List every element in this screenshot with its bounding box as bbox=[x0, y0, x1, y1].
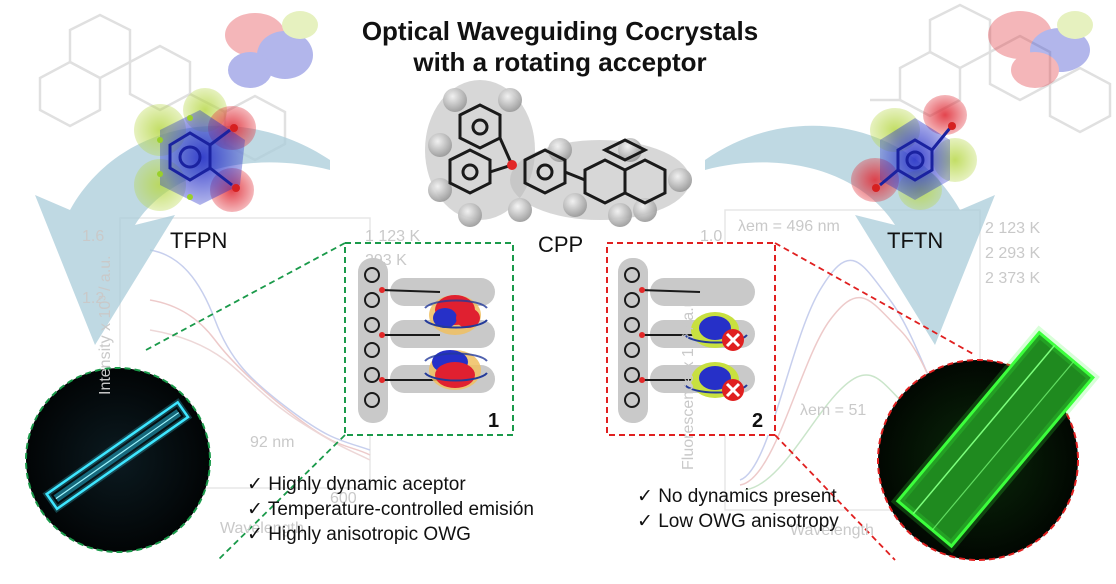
block-x-icon bbox=[722, 329, 744, 401]
left-feature-2: ✓ Temperature-controlled emisión bbox=[247, 499, 534, 520]
cocrystal-panel-1 bbox=[145, 242, 514, 561]
left-feature-3: ✓ Highly anisotropic OWG bbox=[247, 524, 471, 545]
spectrum-right-ylabel: Fluorescence x 10³ / a.u. bbox=[680, 293, 697, 470]
spectrum-right-peak2: λem = 51 bbox=[800, 402, 867, 419]
spectrum-right-legend-2: 2 293 K bbox=[985, 245, 1041, 262]
right-feature-2: ✓ Low OWG anisotropy bbox=[637, 511, 839, 532]
spectrum-right-peak: λem = 496 nm bbox=[738, 218, 840, 235]
spectrum-right-ytick: 1.0 bbox=[700, 228, 723, 245]
spectrum-left-peak: 92 nm bbox=[250, 434, 295, 451]
right-feature-list: ✓ No dynamics present ✓ Low OWG anisotro… bbox=[637, 484, 839, 534]
crystal-image-right bbox=[877, 325, 1100, 561]
background-orbital-left bbox=[225, 11, 318, 88]
diagram-title: Optical Waveguiding Cocrystals with a ro… bbox=[250, 16, 870, 78]
left-feature-1: ✓ Highly dynamic aceptor bbox=[247, 474, 466, 495]
spectrum-left-ylabel: Intensity x 10³ / a.u. bbox=[97, 255, 114, 395]
title-line-1: Optical Waveguiding Cocrystals bbox=[361, 16, 759, 46]
spectrum-left-ytick-2: 1.2 bbox=[82, 290, 105, 307]
cpp-label: CPP bbox=[538, 232, 584, 257]
left-feature-list: ✓ Highly dynamic aceptor ✓ Temperature-c… bbox=[247, 472, 534, 547]
background-skeleton-right bbox=[870, 3, 1112, 134]
title-line-2: with a rotating acceptor bbox=[413, 47, 707, 77]
cocrystal-panel-2 bbox=[606, 242, 976, 561]
tfpn-label: TFPN bbox=[170, 228, 228, 253]
right-feature-1: ✓ No dynamics present bbox=[637, 486, 837, 507]
crystal-image-left bbox=[25, 367, 211, 553]
rotation-icon bbox=[424, 299, 488, 382]
spectrum-left-xlabel: Wavelength bbox=[220, 520, 304, 537]
curved-arrow-icon-left bbox=[35, 125, 330, 345]
spectrum-right-xlabel: Wavelength bbox=[790, 522, 874, 539]
tfpn-molecule-icon bbox=[134, 88, 256, 212]
spectrum-right-legend-3: 2 373 K bbox=[985, 270, 1041, 287]
tftn-label: TFTN bbox=[887, 228, 944, 253]
background-orbital-right bbox=[988, 11, 1093, 88]
spectrum-right-legend-1: 2 123 K bbox=[985, 220, 1041, 237]
spectrum-left-legend-1: 1 123 K bbox=[365, 228, 421, 245]
spectrum-left-ytick-1: 1.6 bbox=[82, 228, 105, 245]
spectrum-left-xtick: 600 bbox=[330, 490, 357, 507]
panel-2-number: 2 bbox=[752, 410, 764, 432]
spectrum-left-legend-2: 293 K bbox=[365, 252, 407, 269]
panel-1-number: 1 bbox=[488, 410, 500, 432]
cpp-molecule-icon bbox=[425, 80, 692, 227]
tftn-molecule-icon bbox=[851, 95, 977, 210]
acceptor-orbital-1a bbox=[429, 295, 481, 335]
